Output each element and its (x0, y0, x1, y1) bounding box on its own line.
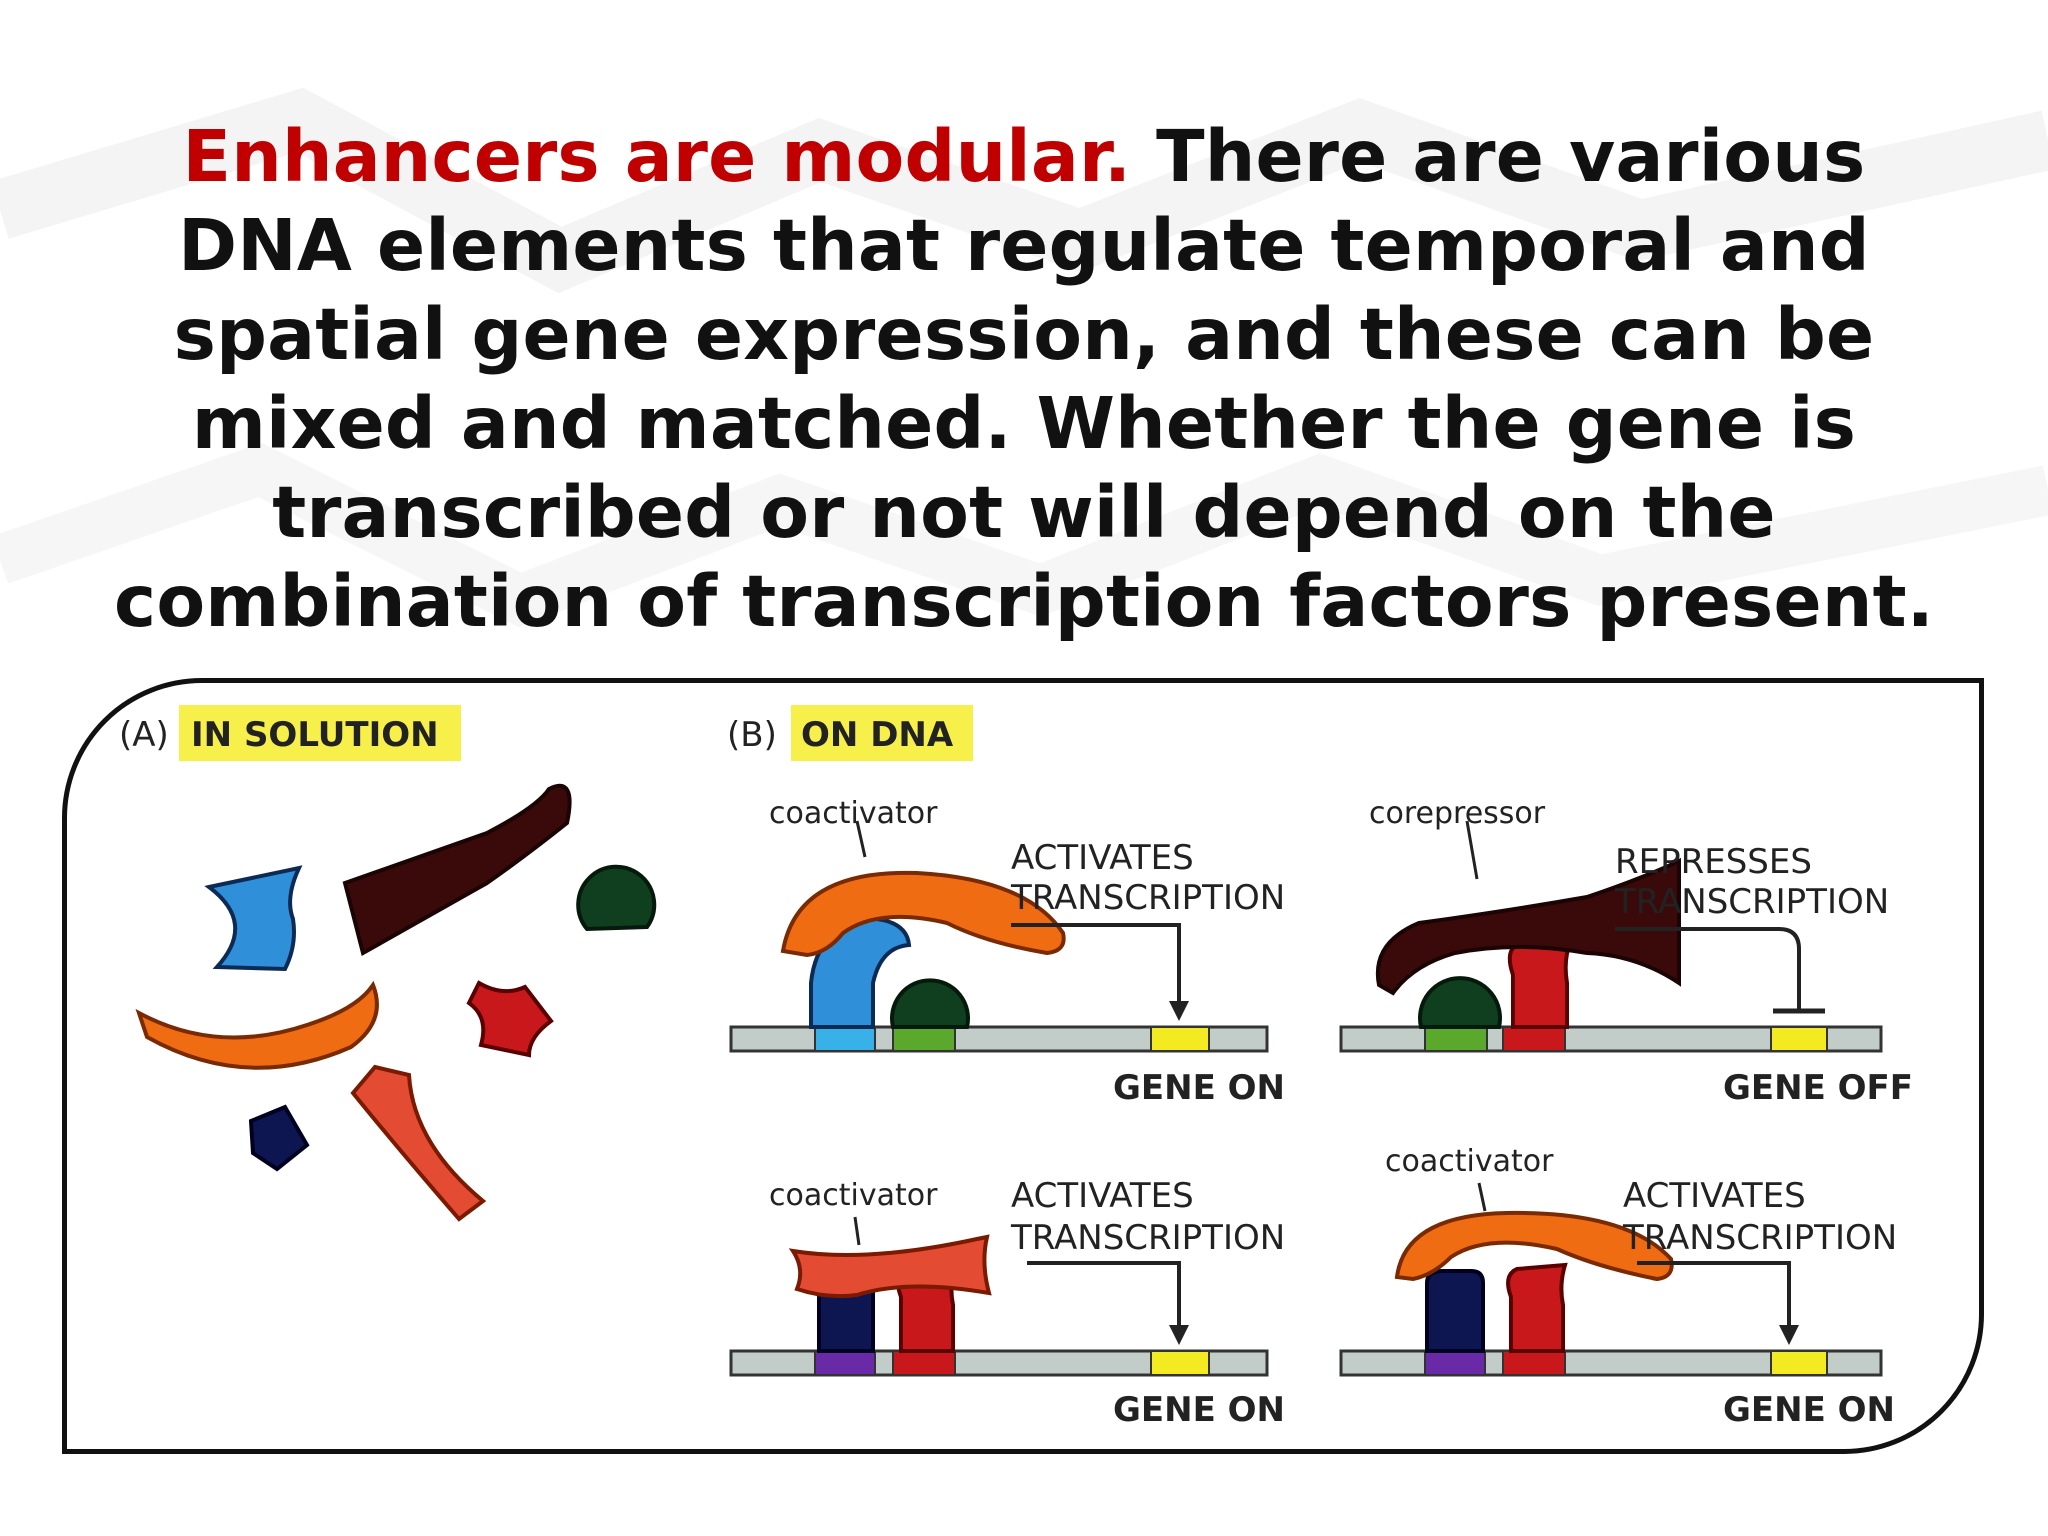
corepressor-shape (342, 783, 572, 957)
corepressor-2 (1375, 857, 1681, 996)
cofactor-label-4: coactivator (1385, 1144, 1554, 1179)
arrowhead-4 (1779, 1325, 1799, 1345)
arrow-4 (1637, 1261, 1791, 1327)
headline-accent: Enhancers are modular. (182, 115, 1132, 198)
arrowhead-1 (1169, 1001, 1189, 1021)
figure-panel: (A) IN SOLUTION (B) ON DNA (62, 678, 1984, 1454)
gene-box-3 (1150, 1350, 1210, 1376)
pointer-1 (855, 820, 867, 858)
pointer-4 (1477, 1182, 1487, 1212)
scenario-1: coactivator ACTIVATES TRANSCRIPTION GENE… (729, 796, 1285, 1108)
gene-box-1 (1150, 1026, 1210, 1052)
enhancer-site-purple-4 (1424, 1350, 1486, 1376)
enhancer-site-green-1 (892, 1026, 956, 1052)
enhancer-site-green-2 (1424, 1026, 1488, 1052)
navy-factor-4 (1425, 1269, 1485, 1353)
cofactor-label-1: coactivator (769, 796, 938, 831)
red-factor-shape (466, 980, 554, 1058)
headline: Enhancers are modular. There are various… (110, 112, 1938, 646)
scenario-2: corepressor REPRESSES TRANSCRIPTION GENE… (1339, 796, 1913, 1108)
cofactor-label-2: corepressor (1369, 796, 1546, 831)
red-factor-4 (1506, 1262, 1568, 1353)
arrowhead-3 (1169, 1325, 1189, 1345)
green-factor-shape (576, 864, 657, 932)
scenario-3: coactivator ACTIVATES TRANSCRIPTION GENE… (729, 1176, 1285, 1430)
panel-b-highlight (791, 705, 973, 761)
coactivator-1 (780, 870, 1066, 958)
effect-line2-3: TRANSCRIPTION (1010, 1218, 1285, 1258)
enhancer-site-red-4 (1502, 1350, 1566, 1376)
gene-state-2: GENE OFF (1723, 1068, 1913, 1108)
enhancer-diagram: (A) IN SOLUTION (B) ON DNA (119, 705, 1913, 1430)
green-factor-1 (890, 978, 970, 1029)
pointer-3 (853, 1216, 861, 1246)
arrow-3 (1027, 1261, 1181, 1327)
panel-b-title: ON DNA (801, 715, 954, 755)
enhancer-site-red-2 (1502, 1026, 1566, 1052)
effect-line2-4: TRANSCRIPTION (1622, 1218, 1897, 1258)
blue-factor-shape (204, 865, 303, 972)
pointer-2 (1465, 820, 1479, 880)
coactivator-4 (1394, 1210, 1674, 1282)
gene-box-4 (1770, 1350, 1828, 1376)
effect-line2-1: TRANSCRIPTION (1010, 878, 1285, 918)
effect-line1-2: REPRESSES (1615, 842, 1812, 882)
effect-line1-4: ACTIVATES (1623, 1176, 1806, 1216)
enhancer-site-blue-1 (814, 1026, 876, 1052)
panel-a-title: IN SOLUTION (191, 715, 439, 755)
repress-line-2 (1615, 927, 1801, 1009)
scenario-4: coactivator ACTIVATES TRANSCRIPTION GENE… (1339, 1144, 1897, 1430)
arrow-1 (1011, 923, 1181, 1003)
navy-factor-shape (248, 1104, 310, 1172)
orange-coactivator-shape (135, 980, 379, 1070)
gene-state-3: GENE ON (1113, 1390, 1285, 1430)
salmon-coactivator-shape (350, 1064, 487, 1222)
red-factor-2 (1507, 938, 1575, 1029)
panel-a-letter: (A) (119, 715, 169, 755)
effect-line1-3: ACTIVATES (1011, 1176, 1194, 1216)
gene-state-4: GENE ON (1723, 1390, 1895, 1430)
cofactor-label-3: coactivator (769, 1178, 938, 1213)
effect-line1-1: ACTIVATES (1011, 838, 1194, 878)
enhancer-site-red-3 (892, 1350, 956, 1376)
panel-a-proteins (135, 783, 657, 1222)
effect-line2-2: TRANSCRIPTION (1614, 882, 1889, 922)
green-factor-2 (1418, 976, 1502, 1029)
enhancer-site-purple-3 (814, 1350, 876, 1376)
gene-state-1: GENE ON (1113, 1068, 1285, 1108)
panel-b-letter: (B) (727, 715, 777, 755)
headline-body: There are various DNA elements that regu… (114, 115, 1934, 643)
gene-box-2 (1770, 1026, 1828, 1052)
panel-a-highlight (179, 705, 461, 761)
coactivator-3 (788, 1234, 992, 1299)
